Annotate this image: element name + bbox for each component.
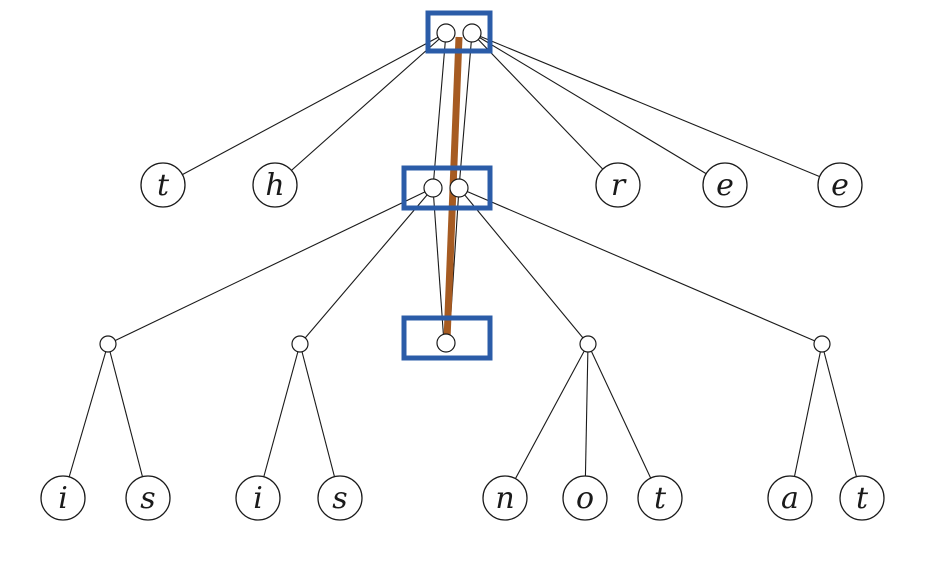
tree-edge: [62, 343, 109, 499]
tree-edge: [299, 187, 434, 345]
leaf-node-circle: [767, 475, 813, 521]
leaf-label: r: [611, 168, 627, 203]
internal-node-circle: [99, 335, 117, 353]
leaf-label: e: [716, 168, 734, 203]
leaf-label: t: [856, 481, 869, 516]
box-node-circle: [449, 178, 469, 198]
tree-edge: [471, 32, 841, 186]
leaf-node-circle: [562, 475, 608, 521]
root-box: [425, 10, 493, 54]
box-node-circle: [436, 333, 456, 353]
leaf-label: t: [654, 481, 667, 516]
internal-node-circle: [579, 335, 597, 353]
leaf-node-circle: [482, 475, 528, 521]
tree-edge: [257, 343, 301, 499]
internal-node-circle: [813, 335, 831, 353]
leaf-node-circle: [40, 475, 86, 521]
tree-edge: [107, 187, 434, 345]
leaf-label: s: [140, 481, 155, 516]
tree-edge: [432, 32, 447, 189]
tree-edge: [458, 187, 589, 345]
tree-edge: [107, 343, 149, 499]
leaf-label: h: [265, 168, 284, 203]
leaf-label: n: [495, 481, 514, 516]
leaf-node-circle: [317, 475, 363, 521]
mid-box: [401, 165, 493, 211]
leaf-node-circle: [817, 162, 863, 208]
tree-edge: [584, 343, 589, 499]
leaf-label: t: [157, 168, 170, 203]
leaf-node-circle: [125, 475, 171, 521]
leaf-label: s: [332, 481, 347, 516]
tree-edge: [789, 343, 823, 499]
tree-edge: [299, 343, 341, 499]
tree-edge: [458, 187, 823, 345]
tree-edge: [504, 343, 589, 499]
leaf-label: a: [781, 481, 799, 516]
box-node-circle: [462, 23, 482, 43]
tree-edge: [471, 32, 726, 186]
internal-node-circle: [291, 335, 309, 353]
leaf-node-circle: [595, 162, 641, 208]
leaf-node-circle: [839, 475, 885, 521]
leaf-label: e: [831, 168, 849, 203]
leaf-node-circle: [140, 162, 186, 208]
leaf-label: i: [253, 481, 263, 516]
leaf-label: i: [58, 481, 68, 516]
tree-edge: [458, 32, 473, 189]
leaf-label: o: [576, 481, 594, 516]
box-node-circle: [423, 178, 443, 198]
leaf-node-circle: [637, 475, 683, 521]
leaf-node-circle: [252, 162, 298, 208]
bottom-box: [401, 315, 493, 361]
tree-edge: [821, 343, 863, 499]
tree-edge: [274, 32, 447, 186]
leaf-node-circle: [702, 162, 748, 208]
tree-edge: [587, 343, 661, 499]
tree-edge: [162, 32, 447, 186]
tree-edge: [471, 32, 619, 186]
leaf-node-circle: [235, 475, 281, 521]
box-node-circle: [436, 23, 456, 43]
